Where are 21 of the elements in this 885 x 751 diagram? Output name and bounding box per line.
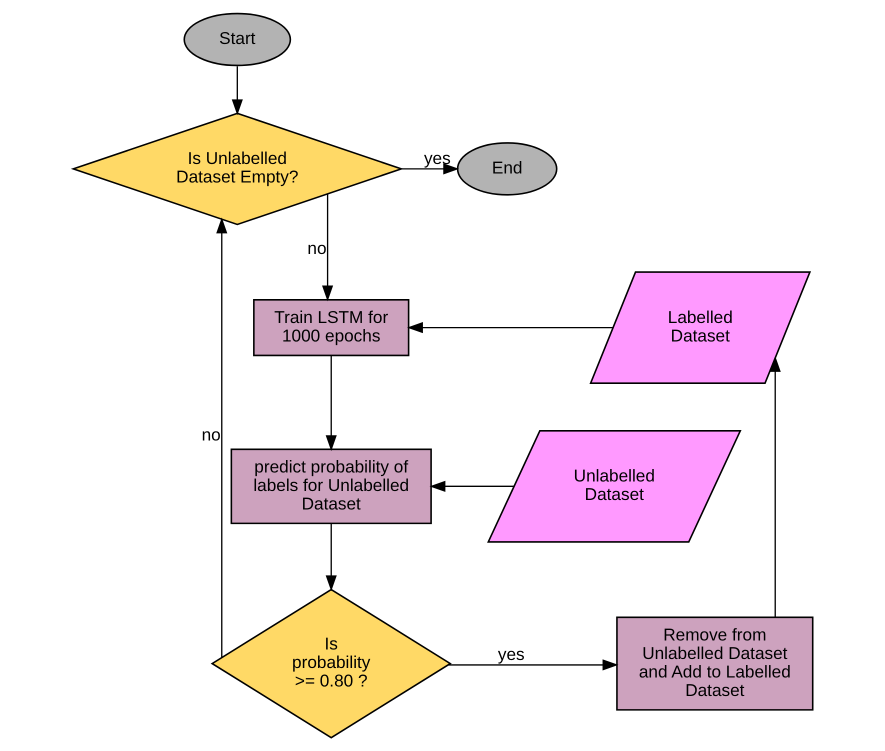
- arrow: [322, 194, 333, 302]
- node-ellipse: End: [456, 142, 557, 196]
- arrow: [325, 356, 336, 452]
- node-ellipse: Start: [182, 12, 291, 66]
- node-diamond: Is Unlabelled Dataset Empty?: [70, 112, 404, 226]
- node-diamond: Is probability >= 0.80 ?: [210, 588, 452, 739]
- arrow: [448, 659, 618, 670]
- edge-label: yes: [423, 148, 450, 168]
- node-box: Remove from Unlabelled Dataset and Add to Labelled Dataset: [616, 616, 813, 711]
- arrow: [769, 356, 780, 618]
- arrow: [231, 66, 242, 116]
- edge-label: no: [306, 238, 326, 258]
- arrow: [406, 322, 612, 334]
- arrow: [325, 524, 336, 592]
- edge-label: yes: [497, 644, 524, 664]
- arrow: [429, 480, 514, 492]
- arrow: [216, 218, 227, 658]
- node-box: Train LSTM for 1000 epochs: [252, 299, 409, 356]
- edge-label: no: [201, 424, 220, 444]
- arrow: [401, 163, 459, 174]
- node-box: predict probability of labels for Unlabelled Dataset: [230, 448, 432, 524]
